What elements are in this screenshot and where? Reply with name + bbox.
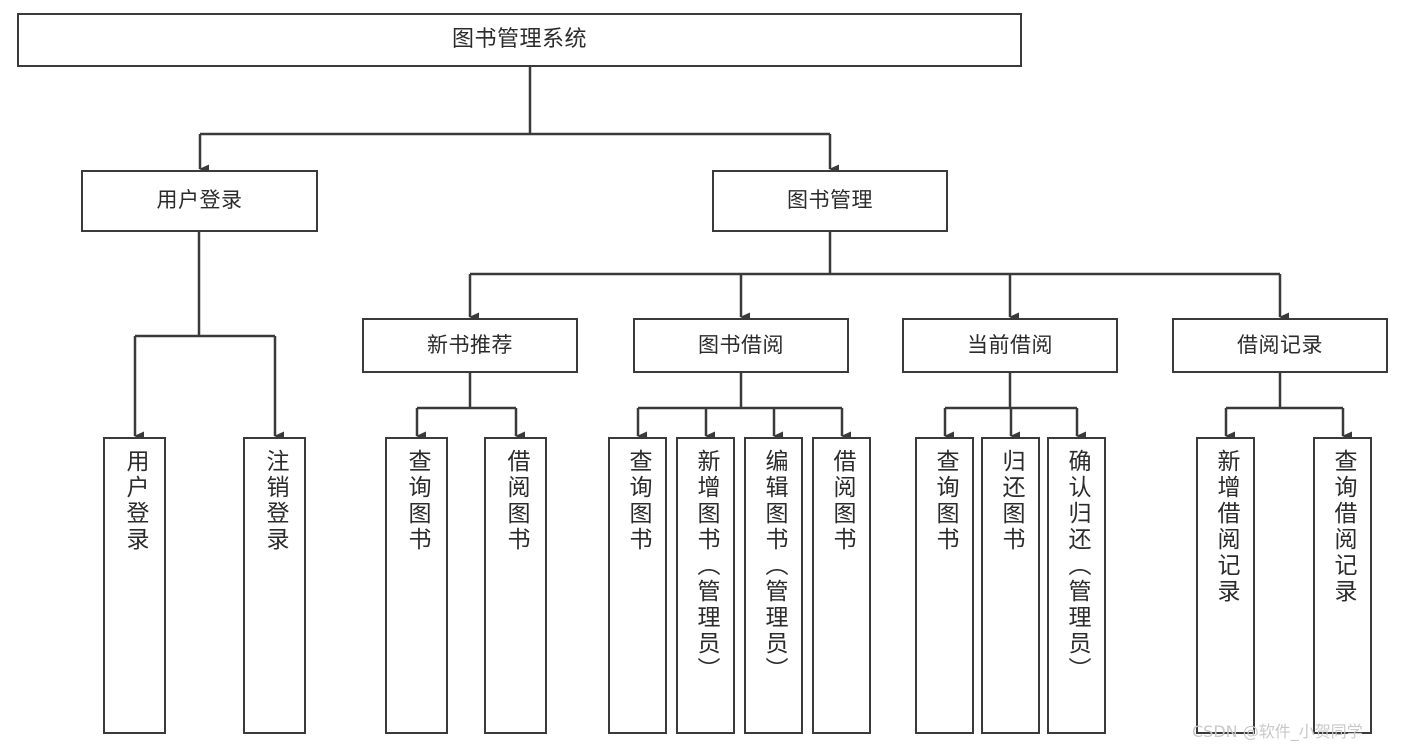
node-label: 查询图书 [932, 449, 958, 553]
node-book-borrow[interactable]: 图书借阅 [633, 318, 849, 373]
node-user-login[interactable]: 用户登录 [81, 170, 318, 232]
node-label: 编辑图书（管理员） [761, 449, 787, 683]
node-label: 借阅记录 [1237, 332, 1323, 357]
node-current-borrow[interactable]: 当前借阅 [902, 318, 1118, 373]
node-label: 当前借阅 [967, 332, 1053, 357]
node-label: 用户登录 [122, 449, 148, 553]
node-leaf-current-confirm-return[interactable]: 确认归还（管理员） [1047, 437, 1106, 734]
node-label: 查询图书 [404, 449, 430, 553]
node-label: 图书管理系统 [451, 26, 587, 52]
node-leaf-recommend-borrow-book[interactable]: 借阅图书 [484, 437, 547, 734]
node-leaf-borrow-borrow-book[interactable]: 借阅图书 [812, 437, 871, 734]
node-leaf-logout-login[interactable]: 注销登录 [243, 437, 306, 734]
node-label: 新增图书（管理员） [693, 449, 719, 683]
node-label: 借阅图书 [829, 449, 855, 553]
node-leaf-current-query-book[interactable]: 查询图书 [915, 437, 974, 734]
node-leaf-user-login[interactable]: 用户登录 [103, 437, 166, 734]
node-label: 新书推荐 [427, 332, 513, 357]
node-leaf-borrow-add-book[interactable]: 新增图书（管理员） [676, 437, 735, 734]
node-label: 图书借阅 [698, 332, 784, 357]
node-label: 借阅图书 [503, 449, 529, 553]
node-label: 用户登录 [156, 188, 243, 213]
node-leaf-recommend-query-book[interactable]: 查询图书 [385, 437, 448, 734]
node-label: 图书管理 [787, 188, 873, 213]
node-leaf-record-add[interactable]: 新增借阅记录 [1196, 437, 1255, 734]
node-label: 确认归还（管理员） [1064, 449, 1090, 683]
node-label: 查询借阅记录 [1330, 449, 1356, 605]
node-leaf-borrow-query-book[interactable]: 查询图书 [608, 437, 667, 734]
node-label: 归还图书 [998, 449, 1024, 553]
node-leaf-current-return-book[interactable]: 归还图书 [981, 437, 1040, 734]
watermark-text: CSDN @软件_小贺同学 [1192, 722, 1363, 741]
node-leaf-record-query[interactable]: 查询借阅记录 [1313, 437, 1372, 734]
node-label: 查询图书 [625, 449, 651, 553]
node-borrow-record[interactable]: 借阅记录 [1172, 318, 1388, 373]
node-new-book-recommend[interactable]: 新书推荐 [362, 318, 578, 373]
node-root[interactable]: 图书管理系统 [17, 13, 1022, 67]
edge-paths [133, 67, 1352, 441]
node-book-manage[interactable]: 图书管理 [712, 170, 948, 232]
node-label: 新增借阅记录 [1213, 449, 1239, 605]
node-label: 注销登录 [262, 449, 288, 553]
node-leaf-borrow-edit-book[interactable]: 编辑图书（管理员） [744, 437, 803, 734]
